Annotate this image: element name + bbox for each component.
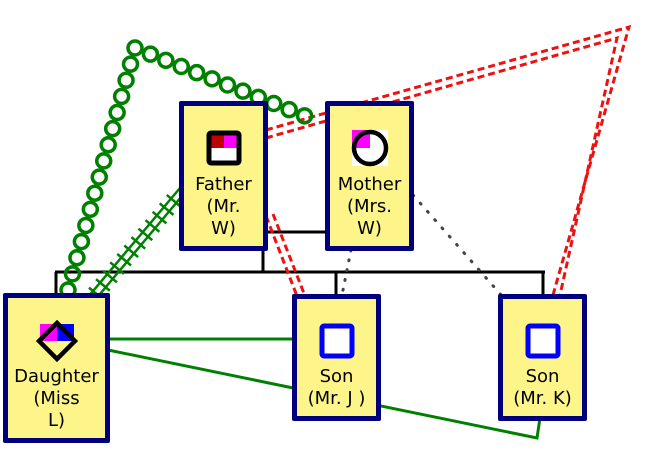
relation-mother-son-k — [411, 193, 504, 298]
coil-loop — [103, 119, 122, 138]
person-label: Son (Mr. J ) — [307, 366, 366, 409]
coil-loop — [141, 45, 160, 63]
coil-loop — [63, 265, 82, 283]
person-label: Father (Mr. W) — [195, 174, 252, 239]
diamond-quadrant-icon — [35, 320, 78, 362]
relation-daughter-son-k — [107, 348, 542, 440]
hatch-mark — [158, 202, 175, 216]
coil-loop — [81, 200, 100, 219]
coil-loop — [187, 63, 206, 82]
coil-loop — [90, 168, 109, 186]
relation-daughter-father — [87, 187, 183, 301]
square-icon — [525, 323, 560, 359]
coil-loop — [72, 232, 91, 251]
coil-loop — [157, 51, 175, 70]
person-label: Mother (Mrs. W) — [337, 174, 402, 239]
person-label: Daughter (Miss L) — [14, 366, 99, 431]
coil-loop — [265, 94, 283, 113]
coil-loop — [203, 70, 221, 88]
hatch-mark — [144, 219, 161, 233]
coil-loop — [121, 55, 140, 73]
relation-daughter-mother — [59, 39, 314, 299]
circle-quadrant-icon — [351, 129, 388, 167]
coil-loop — [86, 184, 104, 202]
person-mother[interactable]: Mother (Mrs. W) — [325, 101, 414, 251]
coil-loop — [94, 152, 113, 170]
hatch-mark — [102, 269, 118, 284]
hatch-mark — [95, 278, 111, 292]
coil-loop — [68, 248, 86, 267]
coil-loop — [280, 100, 298, 119]
person-label: Son (Mr. K) — [513, 366, 572, 409]
hatch-mark — [109, 261, 125, 275]
person-son-k[interactable]: Son (Mr. K) — [498, 294, 587, 421]
hatch-mark — [130, 236, 146, 250]
hatch-mark — [165, 193, 182, 208]
coil-loop — [172, 57, 190, 76]
relation-father-son-j — [264, 213, 307, 297]
hatch-mark — [151, 210, 168, 225]
square-icon — [319, 323, 354, 359]
hatch-mark — [137, 227, 154, 242]
square-quadrant-icon — [206, 130, 241, 166]
coil-loop — [234, 82, 252, 100]
coil-loop — [77, 216, 95, 235]
relation-father-son-k — [265, 24, 632, 296]
coil-loop — [117, 71, 135, 90]
coil-loop — [99, 136, 117, 154]
coil-loop — [112, 87, 131, 106]
coil-loop — [295, 107, 314, 125]
hatch-mark — [123, 244, 139, 259]
person-daughter[interactable]: Daughter (Miss L) — [3, 293, 110, 443]
person-son-j[interactable]: Son (Mr. J ) — [292, 294, 381, 421]
person-father[interactable]: Father (Mr. W) — [179, 101, 268, 251]
coil-loop — [218, 76, 237, 94]
coil-loop — [126, 39, 144, 57]
coil-loop — [108, 103, 126, 122]
hatch-mark — [116, 252, 132, 267]
